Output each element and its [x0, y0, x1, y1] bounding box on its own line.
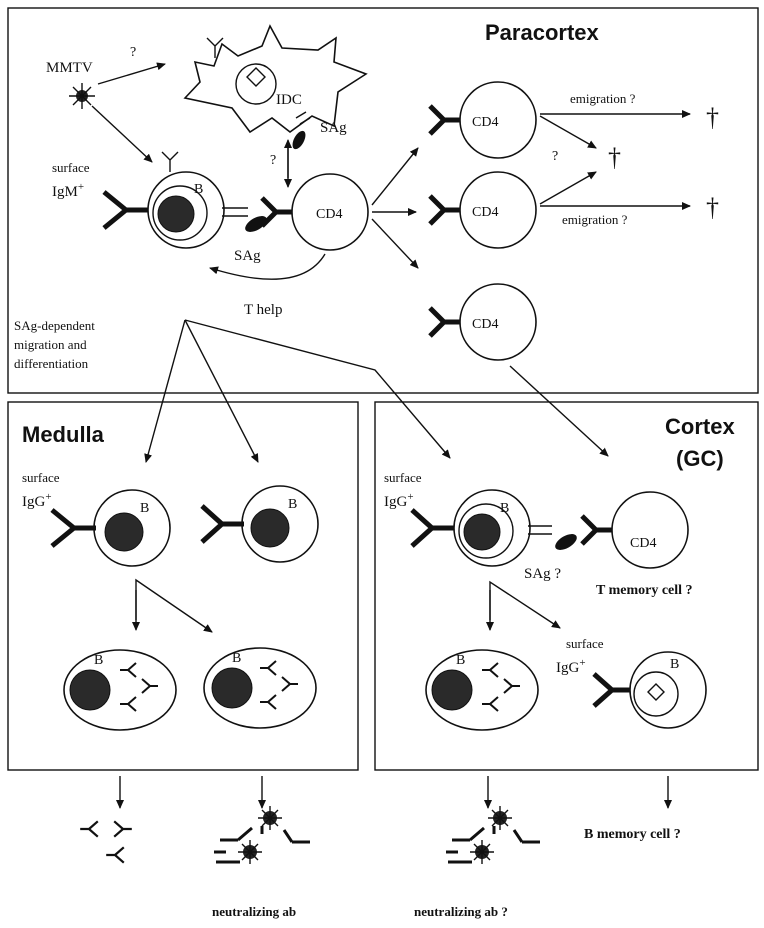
arrow-expand-bottom	[372, 219, 418, 268]
medulla-b-cell-left-label: B	[140, 501, 149, 516]
emigration-bottom-label: emigration ?	[562, 212, 628, 227]
b-cell-igm-label: B	[194, 182, 203, 197]
arrow-medulla-differentiation	[136, 580, 212, 632]
cortex-cd4-cell	[612, 492, 688, 568]
arrow-expand-top	[372, 148, 418, 205]
sag-cortex-icon	[553, 531, 580, 553]
cortex-igg-label: IgG+	[384, 491, 414, 510]
cortex-title: Cortex	[665, 414, 735, 439]
arrow-migration-medulla-left	[146, 320, 185, 462]
medulla-b-cell-right-nucleus	[251, 509, 289, 547]
dagger-bottom-icon: †	[706, 193, 719, 222]
b-cell-igm-antibody-icon	[104, 192, 148, 228]
t-help-label: T help	[244, 302, 282, 318]
medulla-b-cell-right-antibody-icon	[202, 506, 244, 542]
cortex-gc-title: (GC)	[676, 446, 724, 471]
sag-on-idc-icon	[290, 129, 308, 151]
medulla-b-cell-right-label: B	[288, 497, 297, 512]
igm-receptor-icon	[162, 152, 178, 172]
idc-label: IDC	[276, 92, 302, 108]
cortex-memory-igg-label: IgG+	[556, 657, 586, 676]
cortex-plasma-cell-nucleus	[432, 670, 472, 710]
b-memory-cell-antibody-icon	[594, 674, 630, 706]
cd4-label-middle: CD4	[472, 205, 498, 220]
neutralizing-ab-label: neutralizing ab	[212, 904, 296, 919]
arrow-mmtv-to-b-cell	[92, 106, 152, 162]
arrow-migration-medulla-right	[185, 320, 258, 462]
medulla-plasma-cell-right-nucleus	[212, 668, 252, 708]
arrow-top-to-death	[540, 116, 596, 148]
b-cell-mhc-icon	[222, 208, 248, 216]
arrow-middle-to-death	[540, 172, 596, 204]
neutralized-virus-complex-icon	[214, 806, 310, 864]
paracortex-title: Paracortex	[485, 20, 600, 45]
mmtv-label: MMTV	[46, 60, 93, 76]
cortex-b-cell-nucleus	[464, 514, 500, 550]
neutralized-virus-complex-cortex-icon	[446, 806, 540, 864]
cd4-label-central: CD4	[316, 207, 342, 222]
free-antibodies-icon	[80, 821, 132, 862]
sag-dependent-label-line1: SAg-dependent	[14, 318, 95, 333]
b-cell-igm-nucleus	[158, 196, 194, 232]
b-memory-cell-question-label: B memory cell ?	[584, 827, 681, 842]
tcr-central-icon	[262, 198, 292, 226]
neutralizing-ab-question-label: neutralizing ab ?	[414, 904, 508, 919]
medulla-igg-label: IgG+	[22, 491, 52, 510]
sag-b-label: SAg	[234, 248, 261, 264]
sag-cortex-label: SAg ?	[524, 566, 561, 582]
cd4-label-bottom: CD4	[472, 317, 498, 332]
cortex-tcr-icon	[582, 516, 612, 544]
dagger-middle-icon: †	[608, 143, 621, 172]
arrow-migration-cortex	[185, 320, 450, 458]
idc-cd4-question-mark: ?	[270, 153, 276, 168]
cortex-b-cell-label: B	[500, 501, 509, 516]
cortex-b-cell-mhc-icon	[528, 526, 552, 534]
medulla-plasma-cell-right-label: B	[232, 651, 241, 666]
cd4-label-top: CD4	[472, 115, 498, 130]
cortex-memory-surface-label: surface	[566, 636, 604, 651]
arrow-cd4-to-cortex	[510, 366, 608, 456]
arrow-cortex-differentiation	[490, 582, 560, 628]
medulla-plasma-cell-left-label: B	[94, 653, 103, 668]
dagger-top-icon: †	[706, 103, 719, 132]
surface-igm-label: surface	[52, 160, 90, 175]
tcr-top-icon	[430, 106, 460, 134]
medulla-b-cell-left-nucleus	[105, 513, 143, 551]
t-help-arrow	[210, 254, 325, 279]
cortex-surface-label: surface	[384, 470, 422, 485]
cortex-cd4-label: CD4	[630, 536, 656, 551]
medulla-box	[8, 402, 358, 770]
death-question-mark: ?	[552, 149, 558, 164]
sag-dependent-label-line3: differentiation	[14, 356, 89, 371]
medulla-surface-label: surface	[22, 470, 60, 485]
medulla-plasma-cell-left-nucleus	[70, 670, 110, 710]
sag-idc-label: SAg	[320, 120, 347, 136]
medulla-title: Medulla	[22, 422, 105, 447]
cortex-plasma-cell-label: B	[456, 653, 465, 668]
tcr-bottom-icon	[430, 308, 460, 336]
t-memory-cell-label: T memory cell ?	[596, 583, 693, 598]
arrow-mmtv-to-idc	[98, 64, 165, 84]
tcr-middle-icon	[430, 196, 460, 224]
sag-dependent-label-line2: migration and	[14, 337, 87, 352]
mmtv-question-mark: ?	[130, 45, 136, 60]
paracortex-box	[8, 8, 758, 393]
b-memory-cell	[630, 652, 706, 728]
igm-label: IgM+	[52, 181, 84, 200]
b-memory-cell-label: B	[670, 657, 679, 672]
cortex-b-cell-antibody-icon	[412, 510, 454, 546]
medulla-b-cell-left-antibody-icon	[52, 510, 96, 546]
emigration-top-label: emigration ?	[570, 91, 636, 106]
mmtv-virus-icon	[69, 83, 95, 109]
